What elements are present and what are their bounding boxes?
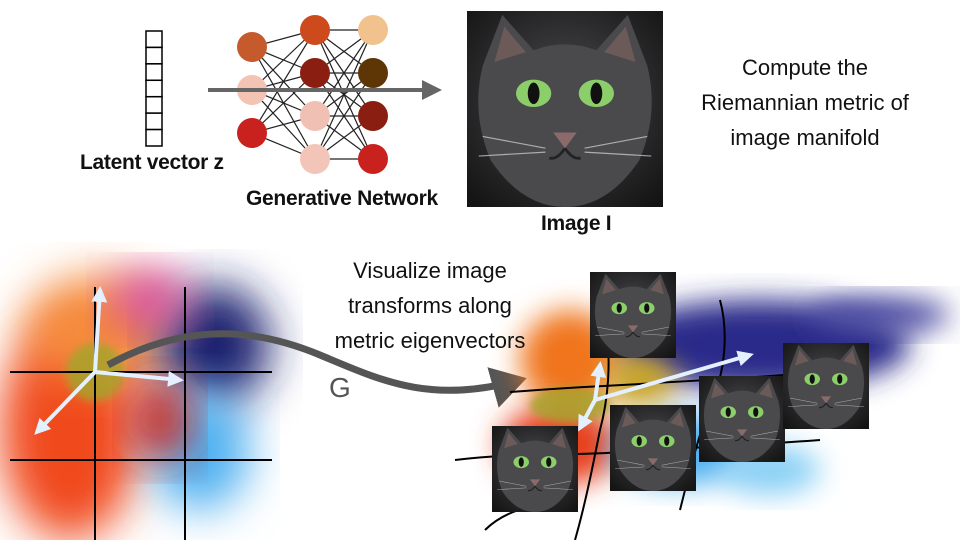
network-node xyxy=(300,144,330,174)
network-node xyxy=(300,58,330,88)
latent-vector-label: Latent vector z xyxy=(80,151,224,174)
network-node xyxy=(237,118,267,148)
thumbnail-right-2 xyxy=(782,342,870,430)
network-node xyxy=(300,101,330,131)
manifold-eigenvector-arrows xyxy=(578,350,754,432)
latent-cell xyxy=(145,46,163,65)
network-node xyxy=(358,58,388,88)
visualize-caption: Visualize image transforms along metric … xyxy=(330,253,530,358)
generative-network-label: Generative Network xyxy=(246,187,438,210)
latent-grid xyxy=(10,287,272,540)
compute-line-3: image manifold xyxy=(730,125,880,150)
thumbnail-right-1 xyxy=(698,375,786,463)
compute-line-1: Compute the xyxy=(742,55,868,80)
latent-vector-icon xyxy=(145,30,163,147)
network-node xyxy=(300,15,330,45)
cat-image xyxy=(465,9,665,209)
compute-metric-caption: Compute the Riemannian metric of image m… xyxy=(700,50,910,155)
thumbnail-left xyxy=(491,425,579,513)
latent-cell xyxy=(145,30,163,49)
image-label: Image I xyxy=(541,212,612,235)
mapping-label: G xyxy=(329,372,351,403)
latent-cell xyxy=(145,79,163,98)
latent-eigenvector-arrows xyxy=(34,286,184,435)
generative-network-diagram xyxy=(237,15,388,174)
visualize-line-3: metric eigenvectors xyxy=(334,328,526,353)
network-node xyxy=(358,101,388,131)
latent-cell xyxy=(145,112,163,131)
network-edges xyxy=(251,29,374,160)
visualize-line-2: transforms along xyxy=(348,293,512,318)
latent-cell xyxy=(145,95,163,114)
network-node xyxy=(358,144,388,174)
latent-space-field xyxy=(0,270,270,540)
visualize-line-1: Visualize image xyxy=(353,258,507,283)
latent-cell xyxy=(145,63,163,82)
thumbnail-center xyxy=(609,404,697,492)
thumbnail-top xyxy=(589,271,677,359)
latent-cell xyxy=(145,128,163,147)
mapping-curve xyxy=(106,330,527,408)
compute-line-2: Riemannian metric of xyxy=(701,90,909,115)
network-node xyxy=(237,32,267,62)
network-node xyxy=(358,15,388,45)
